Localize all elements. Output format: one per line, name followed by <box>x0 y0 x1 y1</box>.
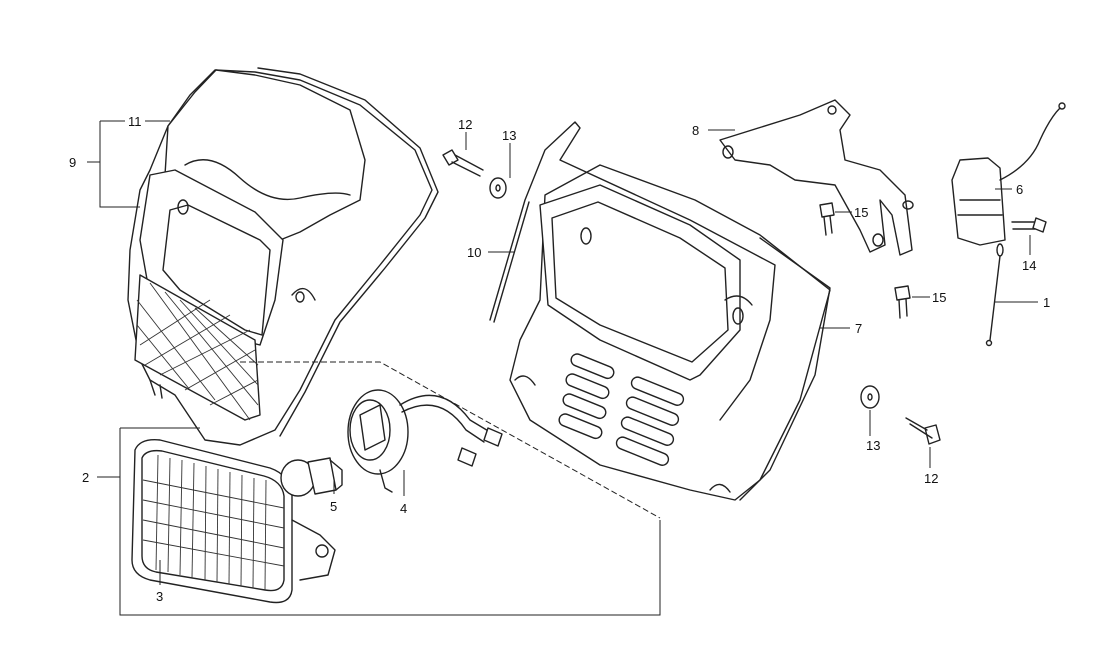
bulb <box>280 457 343 497</box>
callout-12-lower: 12 <box>924 471 938 486</box>
callout-13-upper: 13 <box>502 128 516 143</box>
washer-hole <box>495 184 501 192</box>
callout-2: 2 <box>82 470 89 485</box>
callout-4: 4 <box>400 501 407 516</box>
callout-5: 5 <box>330 499 337 514</box>
ground-wire <box>985 243 1004 347</box>
callout-3: 3 <box>156 589 163 604</box>
socket <box>347 389 503 493</box>
callout-8: 8 <box>692 123 699 138</box>
callout-15-upper: 15 <box>854 205 868 220</box>
bolt-12-upper <box>442 149 484 177</box>
washer-13-upper <box>489 177 507 199</box>
callout-9: 9 <box>69 155 76 170</box>
callout-13-lower: 13 <box>866 438 880 453</box>
callout-1: 1 <box>1043 295 1050 310</box>
headlight-cowl <box>127 67 439 446</box>
callout-15-lower: 15 <box>932 290 946 305</box>
stay-wire <box>489 121 776 421</box>
bolt-14 <box>1011 217 1047 233</box>
callout-10: 10 <box>467 245 481 260</box>
washer-hole <box>867 393 873 401</box>
callout-14: 14 <box>1022 258 1036 273</box>
callout-11: 11 <box>128 114 142 129</box>
headlight-unit <box>131 439 336 604</box>
bolt-15-lower <box>894 285 911 319</box>
relay <box>951 102 1066 246</box>
leader-lines <box>87 120 1038 616</box>
bolt-15-upper <box>819 202 835 236</box>
callout-6: 6 <box>1016 182 1023 197</box>
headlight-bracket <box>719 99 914 256</box>
callout-12-upper: 12 <box>458 117 472 132</box>
front-cover <box>509 164 831 501</box>
bolt-12-lower <box>905 417 941 445</box>
callout-7: 7 <box>855 321 862 336</box>
washer-13-lower <box>860 385 880 409</box>
